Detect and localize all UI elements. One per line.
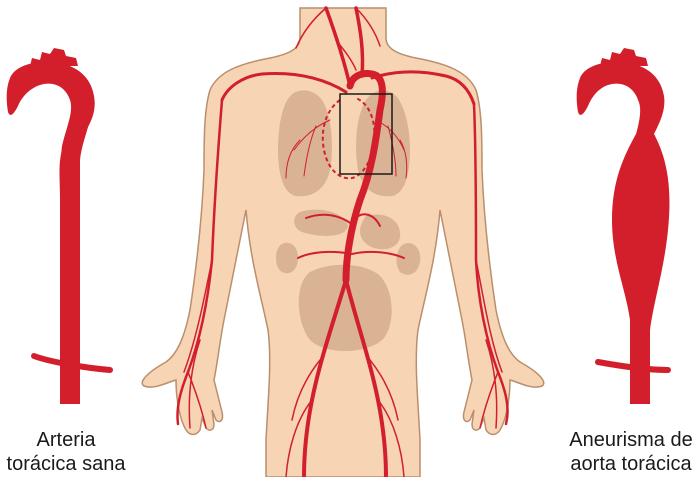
kidney-left <box>276 243 298 273</box>
healthy-aorta-label: Arteria torácica sana <box>0 428 136 476</box>
aneurysm-aorta-label: Aneurisma de aorta torácica <box>556 428 696 476</box>
healthy-aorta-label-line2: torácica sana <box>0 452 136 476</box>
healthy-aorta-label-line1: Arteria <box>0 428 136 452</box>
aneurysm-aorta-icon <box>577 48 670 404</box>
aneurysm-aorta-label-line2: aorta torácica <box>556 452 696 476</box>
aneurysm-aorta-label-line1: Aneurisma de <box>556 428 696 452</box>
aneurysm-aorta-arch <box>577 62 665 134</box>
kidney-right <box>397 243 421 275</box>
body-outline <box>142 8 543 477</box>
human-body-silhouette <box>142 8 543 477</box>
healthy-aorta-body <box>7 62 95 356</box>
lung-left <box>278 90 332 196</box>
healthy-aorta-icon <box>7 48 110 404</box>
